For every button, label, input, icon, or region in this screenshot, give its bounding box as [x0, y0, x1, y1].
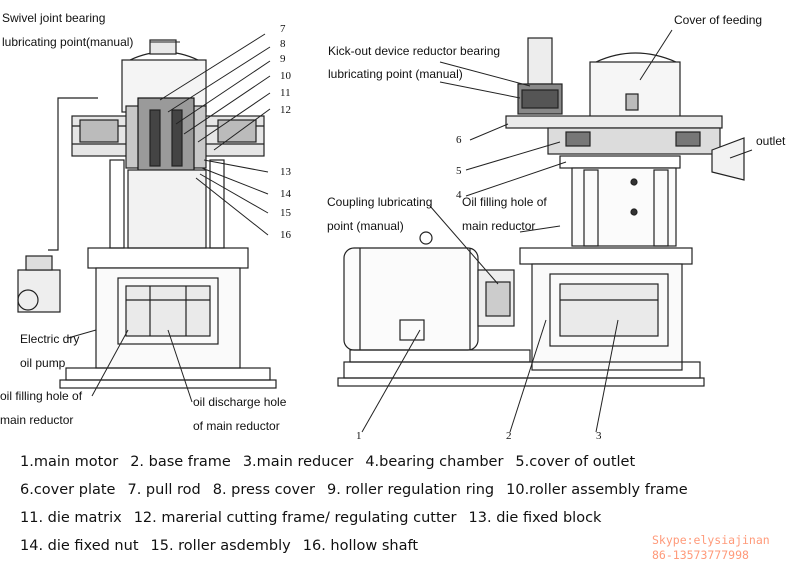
oil-discharge-label-line2: of main reductor — [193, 419, 280, 433]
legend-row-4: 14. die fixed nut 15. roller asdembly 16. … — [20, 537, 430, 555]
legend-item: 8. press cover — [212, 482, 315, 498]
cover-of-feeding-label: Cover of feeding — [674, 13, 763, 27]
part-number-7: 7 — [280, 23, 286, 35]
electric-pump-label-line1: Electric dry — [20, 332, 80, 346]
legend-item: 5.cover of outlet — [515, 454, 636, 470]
watermark-skype: Skype:elysiajinan — [652, 533, 770, 547]
coupling-label-line1: Coupling lubricating — [327, 195, 433, 209]
part-number-13: 13 — [280, 166, 291, 178]
legend-item: 13. die fixed block — [468, 510, 602, 526]
legend-row-2: 6.cover plate 7. pull rod 8. press cover 9.… — [20, 481, 700, 499]
legend-item: 12. marerial cutting frame/ regulating c… — [133, 510, 457, 526]
legend-item: 7. pull rod — [127, 482, 201, 498]
part-number-16: 16 — [280, 229, 291, 241]
legend-item: 11. die matrix — [20, 510, 122, 526]
legend-item: 15. roller asdembly — [150, 538, 291, 554]
legend-row-3: 11. die matrix 12. marerial cutting frame… — [20, 509, 613, 527]
part-number-14: 14 — [280, 188, 291, 200]
legend-item: 16. hollow shaft — [302, 538, 419, 554]
legend-item: 6.cover plate — [20, 482, 116, 498]
part-number-9: 9 — [280, 53, 286, 65]
part-number-1: 1 — [356, 430, 362, 442]
part-number-10: 10 — [280, 70, 291, 82]
swivel-joint-label-line2: lubricating point(manual) — [2, 35, 134, 49]
oil-filling-right-label-line1: Oil filling hole of — [462, 195, 547, 209]
oil-filling-right-label-line2: main reductor — [462, 219, 536, 233]
legend-row-1: 1.main motor 2. base frame 3.main reducer 4… — [20, 453, 647, 471]
leader-lines — [67, 29, 753, 433]
legend-item: 9. roller regulation ring — [326, 482, 495, 498]
right-machine — [337, 37, 745, 387]
kickout-label-line1: Kick-out device reductor bearing — [328, 44, 501, 58]
legend-item: 1.main motor — [20, 454, 119, 470]
part-number-11: 11 — [280, 87, 291, 99]
part-number-12: 12 — [280, 104, 291, 116]
legend-item: 3.main reducer — [242, 454, 354, 470]
kickout-label-line2: lubricating point (manual) — [328, 67, 463, 81]
part-number-6: 6 — [456, 134, 462, 146]
legend-item: 10.roller assembly frame — [506, 482, 688, 498]
coupling-label-line2: point (manual) — [327, 219, 404, 233]
legend-item: 4.bearing chamber — [365, 454, 504, 470]
oil-discharge-label-line1: oil discharge hole — [193, 395, 287, 409]
outlet-label: outlet — [756, 134, 786, 148]
left-machine — [17, 39, 277, 389]
electric-pump-label-line2: oil pump — [20, 356, 66, 370]
part-number-8: 8 — [280, 38, 286, 50]
legend-item: 2. base frame — [130, 454, 231, 470]
part-number-15: 15 — [280, 207, 291, 219]
part-number-3: 3 — [596, 430, 602, 442]
watermark-phone: 86-13573777998 — [652, 548, 749, 562]
part-number-5: 5 — [456, 165, 462, 177]
part-number-4: 4 — [456, 189, 462, 201]
oil-filling-left-label-line2: main reductor — [0, 413, 74, 427]
oil-filling-left-label-line1: oil filling hole of — [0, 389, 83, 403]
legend-item: 14. die fixed nut — [20, 538, 139, 554]
part-number-2: 2 — [506, 430, 512, 442]
swivel-joint-label-line1: Swivel joint bearing — [2, 11, 106, 25]
